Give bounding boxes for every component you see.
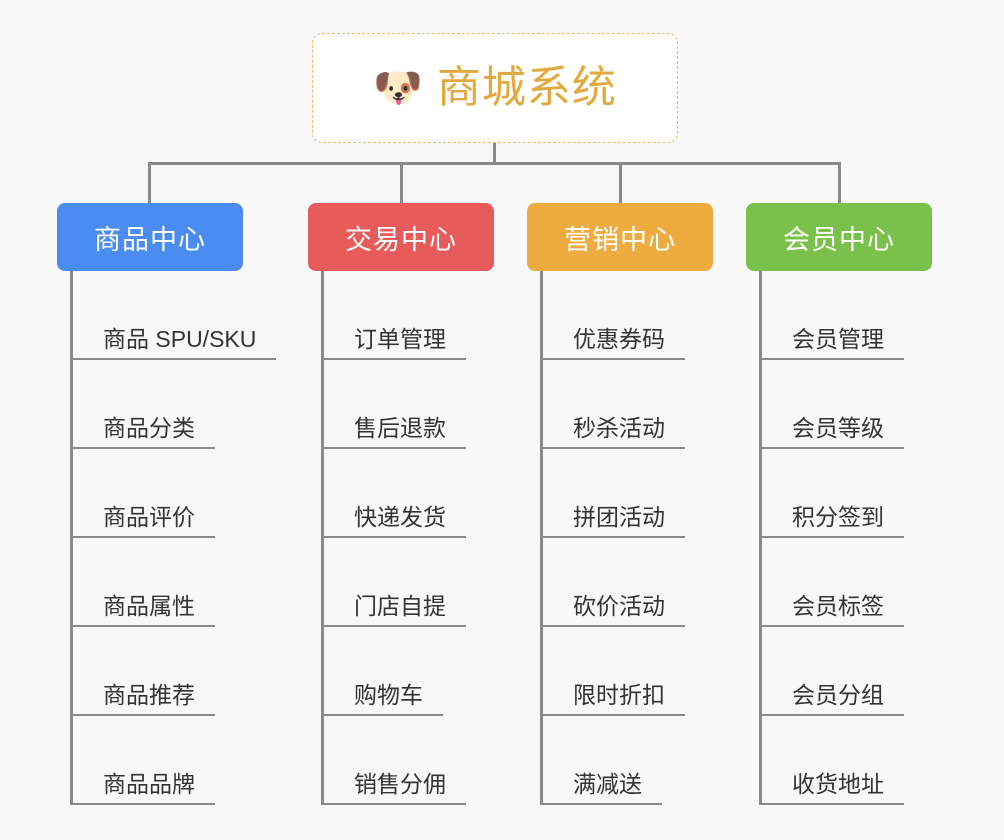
list-item[interactable]: 售后退款: [308, 360, 494, 449]
list-item-label: 门店自提: [354, 592, 446, 619]
root-node[interactable]: 🐶 商城系统: [312, 33, 678, 143]
branch-header-label: 交易中心: [345, 224, 457, 255]
branch-items-trade-center: 订单管理 售后退款 快递发货 门店自提 购物车 销售分佣: [308, 271, 494, 805]
list-item[interactable]: 订单管理: [308, 271, 494, 360]
branch-spine: [321, 271, 324, 805]
list-item[interactable]: 优惠券码: [527, 271, 713, 360]
branch-trade-center: 交易中心 订单管理 售后退款 快递发货 门店自提 购物车 销售分佣: [308, 203, 494, 805]
branch-header-label: 会员中心: [783, 224, 895, 255]
connector-drop-3: [838, 162, 841, 204]
list-item-label: 限时折扣: [573, 681, 665, 708]
branch-items-marketing-center: 优惠券码 秒杀活动 拼团活动 砍价活动 限时折扣 满减送: [527, 271, 713, 805]
list-item-label: 满减送: [573, 770, 642, 797]
list-item[interactable]: 购物车: [308, 627, 494, 716]
list-item[interactable]: 商品 SPU/SKU: [57, 271, 277, 360]
connector-drop-0: [148, 162, 151, 204]
list-item[interactable]: 会员管理: [746, 271, 932, 360]
list-item-label: 会员管理: [792, 325, 884, 352]
list-item-label: 商品评价: [103, 503, 195, 530]
list-item-label: 砍价活动: [573, 592, 665, 619]
list-item-label: 快递发货: [354, 503, 446, 530]
list-item-label: 会员分组: [792, 681, 884, 708]
list-item[interactable]: 会员标签: [746, 538, 932, 627]
branch-header-marketing-center[interactable]: 营销中心: [527, 203, 713, 271]
list-item[interactable]: 满减送: [527, 716, 713, 805]
branch-header-label: 营销中心: [564, 224, 676, 255]
list-item-label: 售后退款: [354, 414, 446, 441]
list-item[interactable]: 销售分佣: [308, 716, 494, 805]
branch-items-member-center: 会员管理 会员等级 积分签到 会员标签 会员分组 收货地址: [746, 271, 932, 805]
list-item[interactable]: 秒杀活动: [527, 360, 713, 449]
connector-drop-2: [619, 162, 622, 204]
list-item[interactable]: 积分签到: [746, 449, 932, 538]
list-item-label: 商品推荐: [103, 681, 195, 708]
list-item[interactable]: 门店自提: [308, 538, 494, 627]
list-item[interactable]: 砍价活动: [527, 538, 713, 627]
branch-spine: [70, 271, 73, 805]
connector-horizontal-bus: [148, 162, 840, 165]
list-item-label: 订单管理: [354, 325, 446, 352]
list-item-label: 会员标签: [792, 592, 884, 619]
list-item[interactable]: 拼团活动: [527, 449, 713, 538]
branch-product-center: 商品中心 商品 SPU/SKU 商品分类 商品评价 商品属性 商品推荐 商品品牌: [57, 203, 277, 805]
list-item-label: 优惠券码: [573, 325, 665, 352]
list-item[interactable]: 商品推荐: [57, 627, 276, 716]
list-item-label: 收货地址: [792, 770, 884, 797]
list-item-label: 销售分佣: [354, 770, 446, 797]
branch-header-member-center[interactable]: 会员中心: [746, 203, 932, 271]
list-item[interactable]: 快递发货: [308, 449, 494, 538]
shiba-dog-face-icon: 🐶: [373, 66, 423, 110]
branch-header-label: 商品中心: [94, 224, 206, 255]
list-item-label: 秒杀活动: [573, 414, 665, 441]
list-item[interactable]: 限时折扣: [527, 627, 713, 716]
list-item-label: 积分签到: [792, 503, 884, 530]
branch-spine: [759, 271, 762, 805]
root-title: 商城系统: [436, 63, 617, 112]
branch-member-center: 会员中心 会员管理 会员等级 积分签到 会员标签 会员分组 收货地址: [746, 203, 932, 805]
branch-header-product-center[interactable]: 商品中心: [57, 203, 243, 271]
branch-spine: [540, 271, 543, 805]
list-item[interactable]: 会员分组: [746, 627, 932, 716]
list-item-label: 商品分类: [103, 414, 195, 441]
branch-marketing-center: 营销中心 优惠券码 秒杀活动 拼团活动 砍价活动 限时折扣 满减送: [527, 203, 713, 805]
list-item-label: 商品属性: [103, 592, 195, 619]
list-item[interactable]: 商品品牌: [57, 716, 276, 805]
list-item-label: 拼团活动: [573, 503, 665, 530]
list-item[interactable]: 商品分类: [57, 360, 276, 449]
list-item-label: 会员等级: [792, 414, 884, 441]
list-item[interactable]: 会员等级: [746, 360, 932, 449]
list-item[interactable]: 商品属性: [57, 538, 276, 627]
connector-root-stem: [493, 143, 496, 165]
branch-items-product-center: 商品 SPU/SKU 商品分类 商品评价 商品属性 商品推荐 商品品牌: [57, 271, 277, 805]
list-item-label: 商品品牌: [103, 770, 195, 797]
list-item[interactable]: 商品评价: [57, 449, 276, 538]
list-item[interactable]: 收货地址: [746, 716, 932, 805]
connector-drop-1: [400, 162, 403, 204]
list-item-label: 商品 SPU/SKU: [103, 325, 257, 352]
list-item-label: 购物车: [354, 681, 423, 708]
branch-header-trade-center[interactable]: 交易中心: [308, 203, 494, 271]
